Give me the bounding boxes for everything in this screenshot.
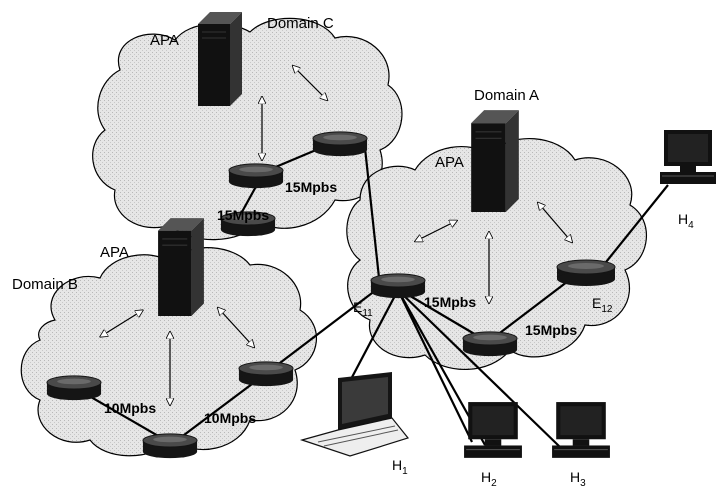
host-h4-label: H4 (678, 211, 694, 231)
router-icon (46, 375, 102, 401)
router-icon (228, 163, 284, 189)
link-e11-to-h2 (397, 289, 473, 443)
domain-a-label: Domain A (474, 87, 540, 104)
link-speed-a-right: 15Mpbs (525, 322, 578, 338)
link-e11-to-h3 (397, 289, 561, 448)
host-h3-label: H3 (570, 469, 586, 489)
apa-a-label: APA (435, 154, 464, 171)
link-speed-a-e11: 15Mpbs (424, 294, 477, 310)
router-icon (556, 259, 616, 287)
host-h2-label: H2 (481, 469, 497, 489)
edge-router-e11-label: E11 (353, 299, 373, 319)
router-icon (312, 131, 368, 157)
router-icon (370, 273, 426, 299)
arrow-b-right (220, 310, 252, 345)
arrow-a-right (540, 205, 570, 240)
link-speed-b-right: 10Mpbs (204, 410, 257, 426)
arrow-a-left (418, 222, 454, 240)
laptop-icon (299, 372, 410, 457)
desktop-computer-icon (463, 401, 523, 459)
domain-c-label: Domain C (267, 15, 334, 32)
server-icon (197, 11, 243, 106)
router-icon (142, 433, 198, 459)
apa-c-label: APA (150, 32, 179, 49)
router-icon (238, 361, 294, 387)
link-e11-to-b (267, 286, 381, 373)
server-icon (157, 217, 205, 316)
host-h1-label: H1 (392, 457, 408, 477)
domain-b-label: Domain B (12, 276, 78, 293)
arrow-c-diagonal (295, 68, 325, 98)
desktop-computer-icon (659, 129, 717, 185)
link-speed-b-left: 10Mpbs (104, 400, 157, 416)
arrow-b-left (103, 312, 140, 335)
desktop-computer-icon (551, 401, 611, 459)
apa-b-label: APA (100, 244, 129, 261)
link-c-to-e11 (363, 147, 382, 288)
link-speed-c-upper: 15Mpbs (285, 179, 338, 195)
link-speed-c-lower: 15Mpbs (217, 207, 270, 223)
router-icon (462, 331, 518, 357)
edge-router-e12-label: E12 (592, 295, 613, 315)
link-e12-to-h4 (597, 184, 669, 273)
control-arrows (103, 68, 570, 402)
server-icon (470, 109, 520, 212)
